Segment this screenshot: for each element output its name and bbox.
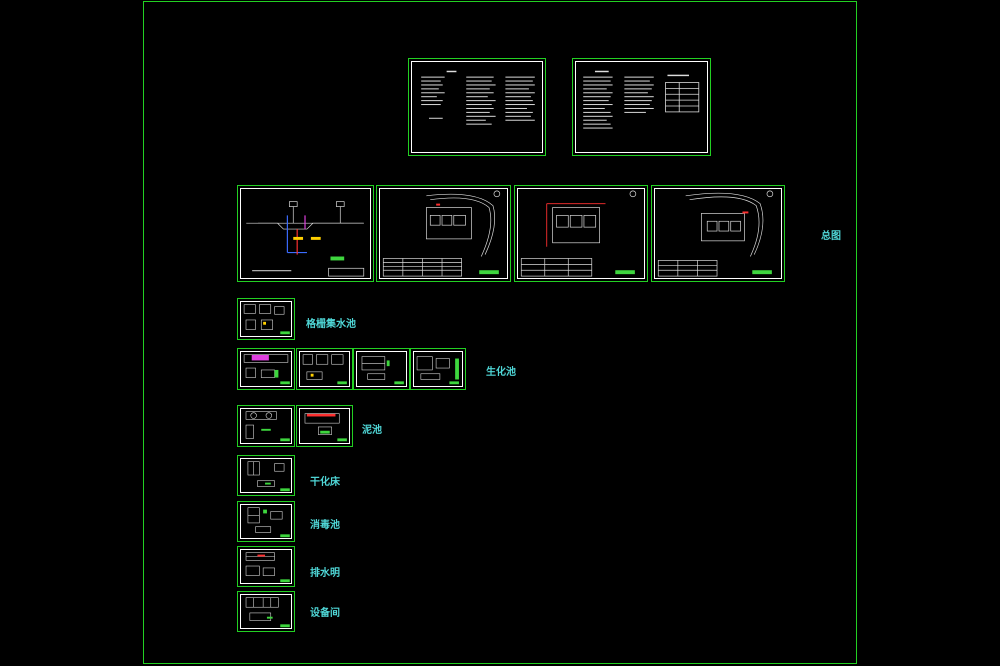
sheet-biochem-4-drawing [416,356,459,385]
label-drying-bed: 干化床 [310,477,340,488]
label-equipment-room: 设备间 [310,608,340,619]
sheet-biochem-2-drawing [302,354,347,385]
label-general-layout: 总图 [821,231,841,242]
sheet-biochem-3-drawing [361,356,404,385]
sheet-biochem-1[interactable] [237,348,295,390]
label-disinfection-tank: 消毒池 [310,520,340,531]
sheet-site-plan-2-drawing [520,190,637,277]
sheet-disinfection-tank-drawing [247,507,290,538]
sheet-biochem-1-drawing [243,354,290,385]
sheet-grille-well[interactable] [237,298,295,340]
sheet-outfall-channel-drawing [245,552,290,583]
sheet-sludge-2[interactable] [296,405,353,447]
sheet-equipment-room-drawing [245,597,290,628]
sheet-sludge-2-drawing [304,413,347,442]
sheet-drying-bed[interactable] [237,455,295,496]
sheet-design-notes-2[interactable] [572,58,711,156]
sheet-design-notes-1-drawing [421,70,535,125]
sheet-outfall-channel[interactable] [237,546,295,587]
sheet-drying-bed-drawing [247,461,290,492]
sheet-disinfection-tank[interactable] [237,501,295,542]
sheet-grille-well-drawing [243,304,290,335]
label-biochem-tank: 生化池 [486,367,516,378]
sheet-site-plan-3[interactable] [651,185,785,282]
sheet-sludge-1-drawing [245,411,290,442]
sheet-design-notes-2-drawing [583,70,700,129]
label-grille-well: 格栅集水池 [306,319,356,330]
label-outfall-channel: 排水明 [310,568,340,579]
sheet-process-flow[interactable] [237,185,374,282]
sheet-site-plan-1[interactable] [376,185,511,282]
sheet-design-notes-1[interactable] [408,58,546,156]
sheet-sludge-1[interactable] [237,405,295,447]
label-sludge-tank: 泥池 [362,425,382,436]
sheet-site-plan-3-drawing [657,190,774,277]
sheet-biochem-2[interactable] [296,348,353,390]
sheet-process-flow-drawing [246,201,365,277]
sheet-equipment-room[interactable] [237,591,295,632]
sheet-biochem-3[interactable] [353,348,410,390]
outer-frame [143,1,857,664]
sheet-biochem-4[interactable] [410,348,466,390]
sheet-site-plan-2[interactable] [514,185,648,282]
sheet-site-plan-1-drawing [382,190,501,277]
